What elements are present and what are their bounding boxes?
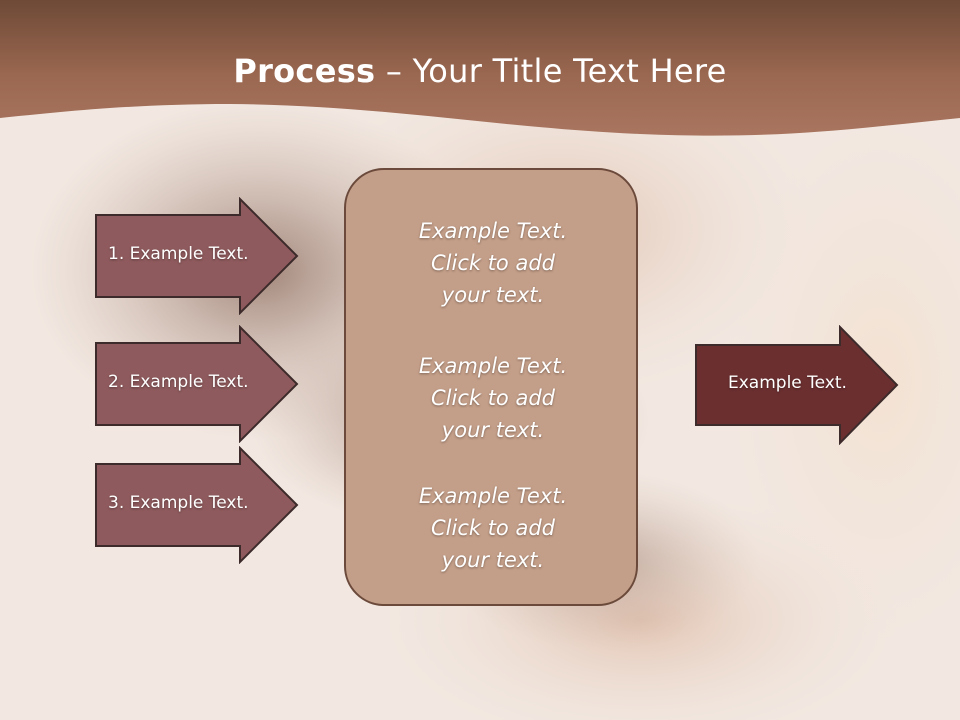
left-arrow-1[interactable]: 1. Example Text.	[94, 197, 300, 315]
left-arrow-1-label: 1. Example Text.	[108, 244, 249, 264]
left-arrow-2[interactable]: 2. Example Text.	[94, 325, 300, 443]
arrow-shape-right	[695, 325, 899, 445]
right-arrow[interactable]: Example Text.	[694, 325, 900, 445]
center-text-block-1: Example Text. Click to add your text.	[418, 219, 568, 307]
arrow-shape-2	[95, 325, 299, 443]
title-bold: Process	[233, 52, 376, 90]
center-text-box[interactable]: Example Text. Click to add your text. Ex…	[344, 168, 638, 606]
left-arrow-3-label: 3. Example Text.	[108, 493, 249, 513]
left-arrow-2-label: 2. Example Text.	[108, 372, 249, 392]
arrow-shape-3	[95, 446, 299, 564]
center-text-block-3: Example Text. Click to add your text.	[418, 484, 568, 572]
arrow-shape-1	[95, 197, 299, 315]
title-rest: – Your Title Text Here	[375, 52, 727, 90]
slide-title: Process – Your Title Text Here	[0, 52, 960, 90]
right-arrow-label: Example Text.	[728, 373, 847, 393]
center-text-block-2: Example Text. Click to add your text.	[418, 354, 568, 442]
left-arrow-3[interactable]: 3. Example Text.	[94, 446, 300, 564]
